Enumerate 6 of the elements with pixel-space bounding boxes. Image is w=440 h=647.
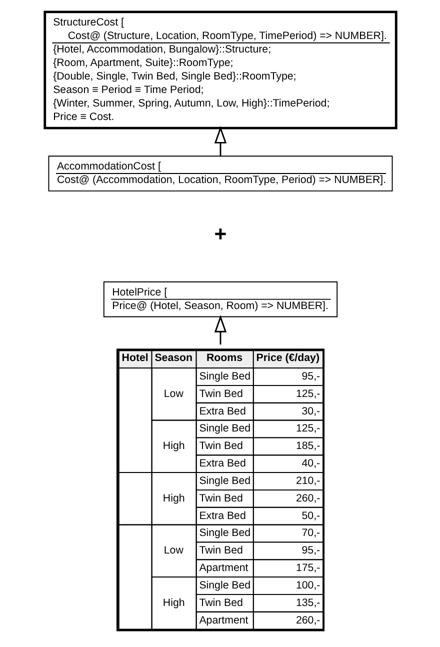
arrow [214,126,226,156]
node-box: AccommodationCost [ Cost@ (Accommodation, Location, RoomType, Period) => NUMBER]. [48,156,392,192]
node-box: StructureCost [ Cost@ (Structure, Location, RoomType, TimePeriod) => NUMBER]. {Hotel, Accommodation, Bungalow}::Structure; {Room, Apartment, Suite}::RoomType; {Double, Single, Twin Bed, Single Bed}::RoomType; Season ≡ Period ≡ Time Period; {Winter, Summer, Spring, Autumn, Low, High}::TimePeriod; Price ≡ Cost. [43,10,397,130]
node-box: HotelPrice [ Price@ (Hotel, Season, Room) => NUMBER]. [102,281,338,318]
arrow [214,314,226,345]
label: + [214,222,226,246]
